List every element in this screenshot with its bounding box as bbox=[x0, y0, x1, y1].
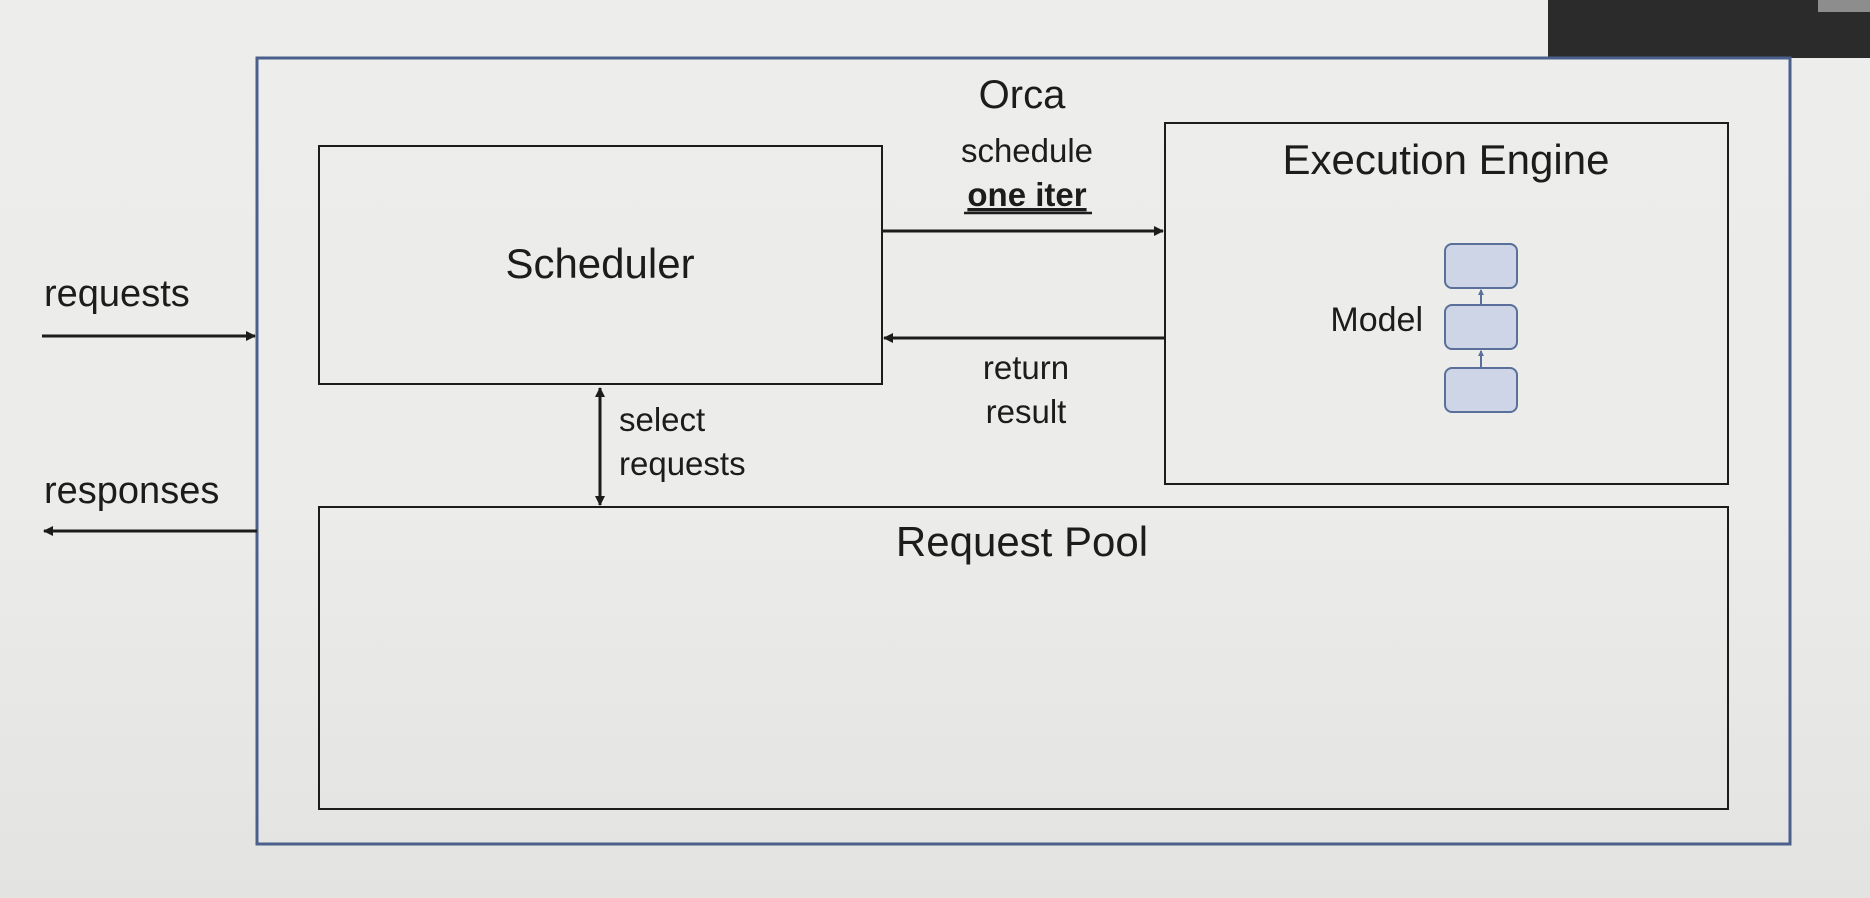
model-label: Model bbox=[1330, 301, 1423, 339]
model-layer-bottom bbox=[1444, 367, 1518, 413]
scheduler-label: Scheduler bbox=[505, 240, 694, 287]
orca-box bbox=[255, 56, 1792, 846]
requests-in-label: requests bbox=[44, 273, 190, 315]
schedule-label-line2: one iter bbox=[967, 176, 1086, 213]
request-pool-label: Request Pool bbox=[896, 518, 1148, 565]
execution-engine-label: Execution Engine bbox=[1283, 136, 1610, 183]
model-layer-middle bbox=[1444, 304, 1518, 350]
model-layer-stack bbox=[1444, 243, 1518, 413]
execution-engine-box bbox=[1164, 122, 1729, 485]
orca-title: Orca bbox=[979, 73, 1066, 117]
model-layer-top bbox=[1444, 243, 1518, 289]
camera-overlay-edge bbox=[1818, 0, 1870, 12]
camera-overlay bbox=[1548, 0, 1870, 58]
responses-out-label: responses bbox=[44, 470, 219, 512]
schedule-label-line1: schedule bbox=[961, 132, 1093, 169]
return-label-line2: result bbox=[986, 393, 1067, 430]
select-label-line2: requests bbox=[619, 445, 746, 482]
return-label-line1: return bbox=[983, 349, 1069, 386]
select-label-line1: select bbox=[619, 401, 705, 438]
scheduler-box bbox=[318, 145, 883, 385]
request-pool-box bbox=[318, 506, 1729, 810]
